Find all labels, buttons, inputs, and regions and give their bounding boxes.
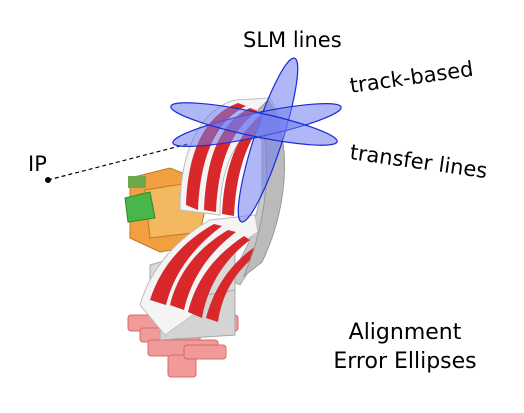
caption-line-2: Error Ellipses (333, 349, 477, 374)
caption: Alignment Error Ellipses (320, 318, 490, 376)
error-ellipses (170, 57, 342, 223)
slm-lines-label: SLM lines (243, 28, 342, 52)
ip-point (45, 177, 51, 183)
caption-line-1: Alignment (348, 320, 462, 345)
ip-label: IP (28, 152, 47, 176)
transfer-lines-ellipse (170, 102, 338, 146)
lower-arc-layers (139, 214, 259, 336)
